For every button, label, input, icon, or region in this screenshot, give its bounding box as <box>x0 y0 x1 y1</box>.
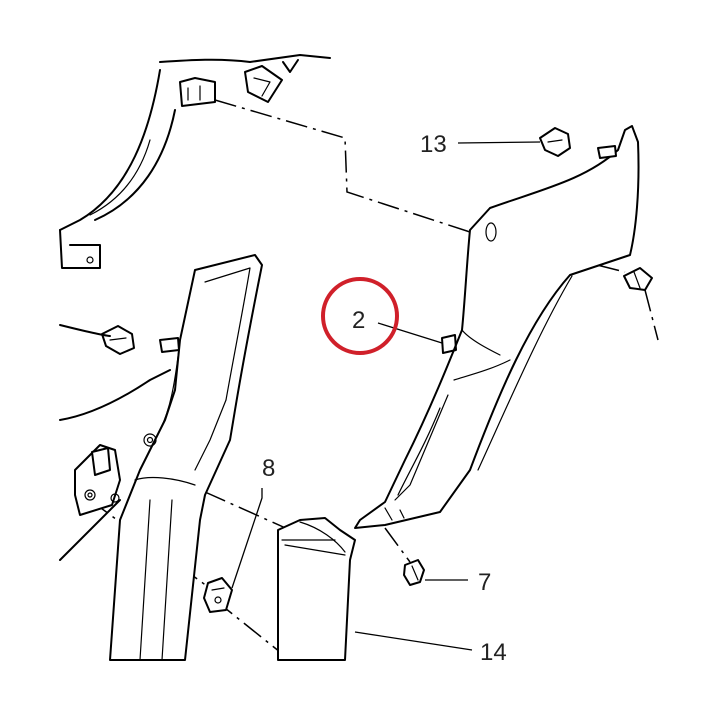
assembly-line-screw-7 <box>384 527 411 563</box>
callout-labels: 13 2 7 8 14 <box>262 131 507 666</box>
assembly-line-middle <box>489 237 626 273</box>
callout-14: 14 <box>480 639 507 666</box>
callout-13: 13 <box>420 131 447 158</box>
highlight-circle <box>321 277 399 355</box>
part-14-panel <box>277 517 356 661</box>
part-13-grommet <box>539 127 617 159</box>
assembly-line-upper <box>214 99 471 233</box>
lower-left-fairing <box>59 324 171 561</box>
callout-2: 2 <box>352 307 365 334</box>
leader-14 <box>354 631 473 651</box>
central-frame-bracket <box>109 254 263 661</box>
screw-right <box>623 267 653 291</box>
assembly-line-screw-right <box>644 289 659 341</box>
part-7-screw <box>403 559 425 586</box>
callout-7: 7 <box>478 569 491 596</box>
grommet-left <box>101 325 180 355</box>
callout-8: 8 <box>262 455 275 482</box>
leader-8 <box>231 488 263 589</box>
part-8-clip-nut <box>203 577 233 613</box>
leader-13 <box>457 141 541 144</box>
part-2-side-panel <box>354 125 640 529</box>
leader-lines <box>231 141 541 651</box>
frame-fragment-top-left <box>59 54 331 269</box>
leader-2 <box>377 322 443 344</box>
